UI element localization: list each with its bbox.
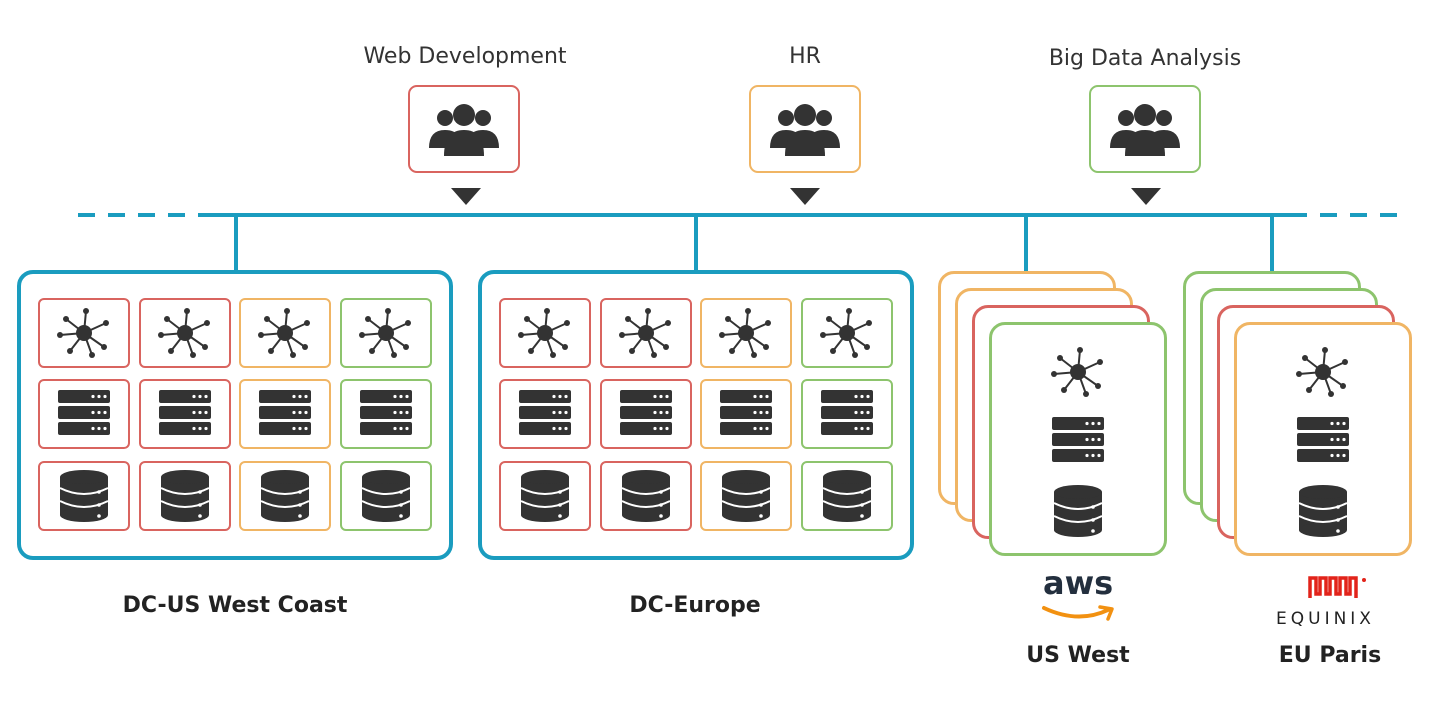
team-box-web-development[interactable]	[408, 85, 520, 173]
team-label-web-development: Web Development	[363, 44, 567, 69]
server-icon	[720, 390, 772, 435]
cloud-resource-database	[1237, 485, 1409, 537]
resource-cell[interactable]	[38, 379, 130, 449]
network-icon	[258, 308, 310, 358]
resource-cell[interactable]	[700, 379, 792, 449]
cloud-resource-server	[992, 417, 1164, 465]
network-icon	[619, 308, 671, 358]
aws-logo-text: aws	[1043, 564, 1114, 602]
database-icon	[1053, 485, 1103, 537]
team-label-hr: HR	[789, 44, 821, 69]
resource-cell[interactable]	[499, 379, 591, 449]
resource-cell[interactable]	[600, 461, 692, 531]
resource-cell[interactable]	[139, 298, 231, 368]
database-icon	[160, 470, 210, 522]
equinix-logo-text: EQUINIX	[1276, 609, 1375, 629]
users-icon	[770, 104, 840, 156]
resource-cell[interactable]	[499, 461, 591, 531]
database-icon	[621, 470, 671, 522]
database-icon	[822, 470, 872, 522]
aws-smile-icon	[1042, 605, 1114, 621]
resource-cell[interactable]	[801, 379, 893, 449]
resource-cell[interactable]	[801, 298, 893, 368]
equinix-mark-icon	[1308, 576, 1366, 598]
network-icon	[518, 308, 570, 358]
resource-cell[interactable]	[600, 298, 692, 368]
server-icon	[620, 390, 672, 435]
arrow-down-icon	[1131, 188, 1161, 205]
resource-cell[interactable]	[38, 298, 130, 368]
server-icon	[159, 390, 211, 435]
cloud-card-front[interactable]	[1234, 322, 1412, 556]
network-icon	[158, 308, 210, 358]
network-icon	[359, 308, 411, 358]
network-icon	[57, 308, 109, 358]
resource-cell[interactable]	[700, 461, 792, 531]
network-icon	[1296, 347, 1348, 397]
team-label-big-data-analysis: Big Data Analysis	[1048, 46, 1242, 71]
resource-cell[interactable]	[139, 461, 231, 531]
resource-cell[interactable]	[38, 461, 130, 531]
server-icon	[1297, 417, 1349, 462]
users-icon	[429, 104, 499, 156]
database-icon	[1298, 485, 1348, 537]
cloud-resource-server	[1237, 417, 1409, 465]
cloud-resource-network	[1237, 347, 1409, 397]
database-icon	[721, 470, 771, 522]
server-icon	[519, 390, 571, 435]
resource-cell[interactable]	[499, 298, 591, 368]
resource-cell[interactable]	[239, 298, 331, 368]
arrow-down-icon	[451, 188, 481, 205]
datacenter-label-europe: DC-Europe	[629, 593, 761, 618]
resource-cell[interactable]	[239, 379, 331, 449]
database-icon	[59, 470, 109, 522]
team-box-big-data-analysis[interactable]	[1089, 85, 1201, 173]
team-box-hr[interactable]	[749, 85, 861, 173]
arrow-down-icon	[790, 188, 820, 205]
resource-cell[interactable]	[340, 379, 432, 449]
database-icon	[361, 470, 411, 522]
database-icon	[260, 470, 310, 522]
equinix-logo: EQUINIX	[1270, 574, 1400, 630]
server-icon	[259, 390, 311, 435]
datacenter-label-us-west-coast: DC-US West Coast	[122, 593, 348, 618]
server-icon	[58, 390, 110, 435]
server-icon	[821, 390, 873, 435]
resource-cell[interactable]	[340, 298, 432, 368]
cloud-resource-database	[992, 485, 1164, 537]
resource-cell[interactable]	[600, 379, 692, 449]
aws-logo: aws	[1040, 564, 1120, 621]
database-icon	[520, 470, 570, 522]
resource-cell[interactable]	[700, 298, 792, 368]
resource-cell[interactable]	[239, 461, 331, 531]
cloud-label-eu-paris: EU Paris	[1278, 643, 1382, 668]
cloud-label-us-west: US West	[1026, 643, 1130, 668]
users-icon	[1110, 104, 1180, 156]
network-icon	[1051, 347, 1103, 397]
network-icon	[719, 308, 771, 358]
cloud-card-front[interactable]	[989, 322, 1167, 556]
resource-cell[interactable]	[340, 461, 432, 531]
server-icon	[360, 390, 412, 435]
resource-cell[interactable]	[801, 461, 893, 531]
cloud-resource-network	[992, 347, 1164, 397]
server-icon	[1052, 417, 1104, 462]
resource-cell[interactable]	[139, 379, 231, 449]
network-icon	[820, 308, 872, 358]
